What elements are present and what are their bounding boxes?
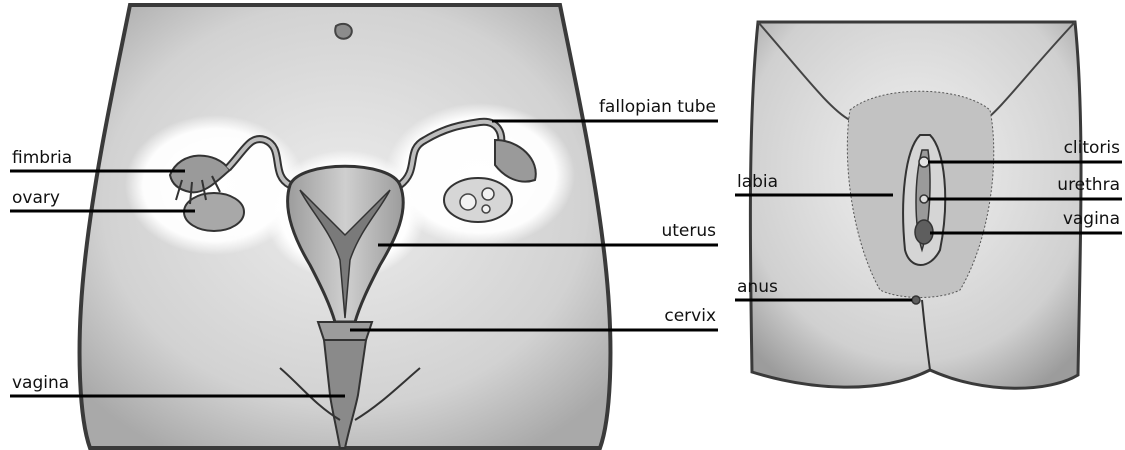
label-vagina-right: vagina [1063,209,1120,229]
label-anus: anus [737,277,778,297]
label-fimbria: fimbria [12,148,72,168]
label-ovary: ovary [12,188,60,208]
label-vagina-left: vagina [12,373,69,393]
external-anatomy-illustration [750,22,1081,388]
label-cervix: cervix [664,306,716,326]
label-labia: labia [737,172,778,192]
label-fallopian-tube: fallopian tube [599,97,716,117]
label-uterus: uterus [661,221,716,241]
navel [335,24,352,39]
right-ovary-shape [444,178,512,222]
label-clitoris: clitoris [1064,138,1121,158]
anus-shape [912,296,920,304]
urethra-shape [920,195,928,203]
clitoris-shape [919,157,929,167]
label-urethra: urethra [1057,175,1120,195]
internal-anatomy-illustration [80,5,611,448]
